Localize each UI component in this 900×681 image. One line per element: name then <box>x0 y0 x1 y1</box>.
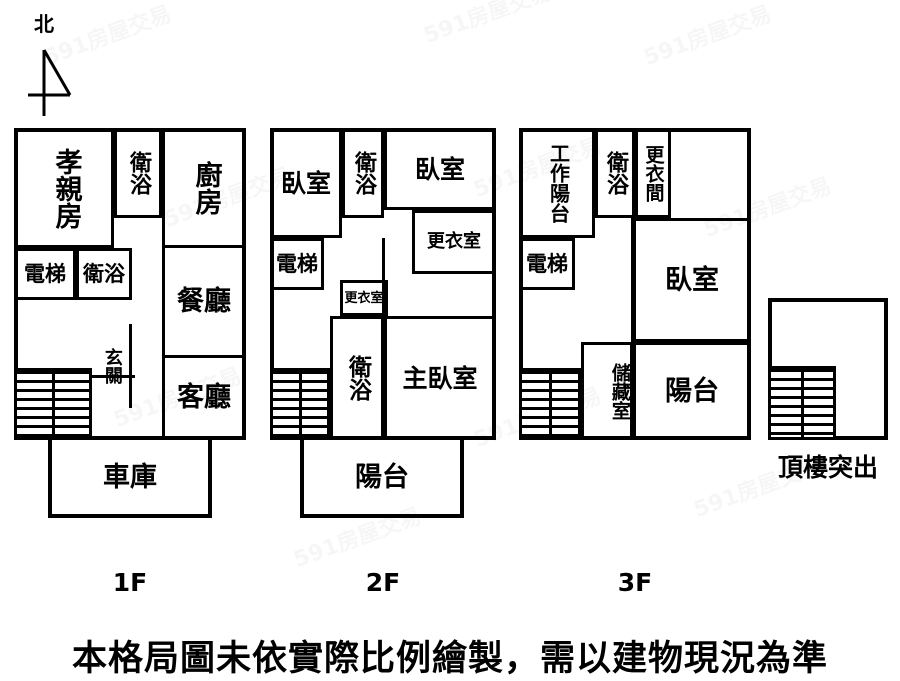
room-bathroom-upper[interactable]: 衛浴 <box>114 128 162 218</box>
room-walk-in-closet-right[interactable]: 更衣室 <box>412 210 496 274</box>
staircase-rooftop[interactable] <box>768 366 836 440</box>
floor-label-1f: 1F <box>112 568 148 597</box>
floor-label-2f: 2F <box>365 568 401 597</box>
foyer-divider <box>92 375 135 378</box>
room-bedroom-right[interactable]: 臥室 <box>384 128 496 210</box>
room-living-room[interactable]: 客廳 <box>162 358 246 440</box>
room-label: 主臥室 <box>402 363 478 393</box>
floor-plan-2f: 臥室 衛浴 臥室 電梯 更衣室 更衣室 衛浴 主臥室 <box>270 128 496 597</box>
room-dressing-room[interactable]: 更衣間 <box>635 128 671 218</box>
room-bathroom-upper[interactable]: 衛浴 <box>342 128 384 218</box>
floor-plan-1f: 孝親房 衛浴 廚房 電梯 衛浴 餐廳 玄關 客廳 <box>14 128 246 597</box>
floor-plan-3f: 工作陽台 衛浴 更衣間 電梯 臥室 儲藏室 陽台 3F <box>519 128 751 597</box>
room-walk-in-closet-small[interactable]: 更衣室 <box>340 280 388 316</box>
room-label: 更衣室 <box>427 231 481 252</box>
room-bathroom-lower[interactable]: 衛浴 <box>330 316 384 440</box>
staircase-1f[interactable] <box>14 368 92 440</box>
north-arrow-icon <box>28 49 72 116</box>
room-balcony[interactable]: 陽台 <box>300 440 464 518</box>
room-bathroom-lower[interactable]: 衛浴 <box>76 248 132 300</box>
staircase-2f[interactable] <box>270 368 330 440</box>
room-label: 陽台 <box>355 461 409 493</box>
room-bathroom[interactable]: 衛浴 <box>595 128 635 218</box>
compass: 北 <box>22 8 102 118</box>
room-label: 更衣室 <box>344 290 384 306</box>
room-label: 衛浴 <box>126 151 151 195</box>
room-label: 衛浴 <box>344 355 371 401</box>
room-label: 車庫 <box>103 461 157 493</box>
room-label: 廚房 <box>190 161 222 215</box>
room-label: 電梯 <box>526 251 568 276</box>
room-kitchen[interactable]: 廚房 <box>162 128 246 248</box>
room-elevator[interactable]: 電梯 <box>14 248 76 300</box>
watermark: 591房屋交易 <box>639 0 776 72</box>
room-label: 玄關 <box>101 348 123 384</box>
room-label: 臥室 <box>665 264 719 296</box>
room-label: 儲藏室 <box>608 362 631 420</box>
floor-label-3f: 3F <box>617 568 653 597</box>
room-label: 孝親房 <box>50 147 82 229</box>
room-master-bedroom[interactable]: 主臥室 <box>384 316 496 440</box>
rooftop-label: 頂樓突出 <box>777 453 878 482</box>
rooftop-plan: 頂樓突出 <box>768 298 888 482</box>
disclaimer-text: 本格局圖未依實際比例繪製，需以建物現況為準 <box>71 639 828 679</box>
room-elevator[interactable]: 電梯 <box>270 238 324 290</box>
room-balcony[interactable]: 陽台 <box>633 342 751 440</box>
room-label: 衛浴 <box>603 151 628 195</box>
room-elevator[interactable]: 電梯 <box>519 238 575 290</box>
room-work-balcony[interactable]: 工作陽台 <box>519 128 595 238</box>
room-label: 更衣間 <box>642 144 665 202</box>
room-garage[interactable]: 車庫 <box>48 440 212 518</box>
room-label: 電梯 <box>276 251 318 276</box>
room-label: 電梯 <box>24 261 66 286</box>
room-label: 衛浴 <box>351 151 376 195</box>
2f-spine-wall <box>382 238 385 440</box>
room-label: 臥室 <box>280 168 331 198</box>
room-foyer[interactable]: 玄關 <box>92 324 132 408</box>
room-filial-parent-room[interactable]: 孝親房 <box>14 128 114 248</box>
north-label: 北 <box>34 12 54 36</box>
room-label: 臥室 <box>414 154 465 184</box>
staircase-3f[interactable] <box>519 368 581 440</box>
room-label: 餐廳 <box>177 286 231 317</box>
watermark: 591房屋交易 <box>419 0 556 50</box>
room-label: 陽台 <box>665 375 719 407</box>
room-label: 工作陽台 <box>546 143 571 223</box>
room-bedroom[interactable]: 臥室 <box>633 218 751 342</box>
room-label: 衛浴 <box>83 261 125 286</box>
room-storage-room[interactable]: 儲藏室 <box>581 342 633 440</box>
room-label: 客廳 <box>177 382 231 413</box>
room-bedroom-left[interactable]: 臥室 <box>270 128 342 238</box>
3f-spine-wall <box>631 216 634 344</box>
room-dining-room[interactable]: 餐廳 <box>162 248 246 358</box>
